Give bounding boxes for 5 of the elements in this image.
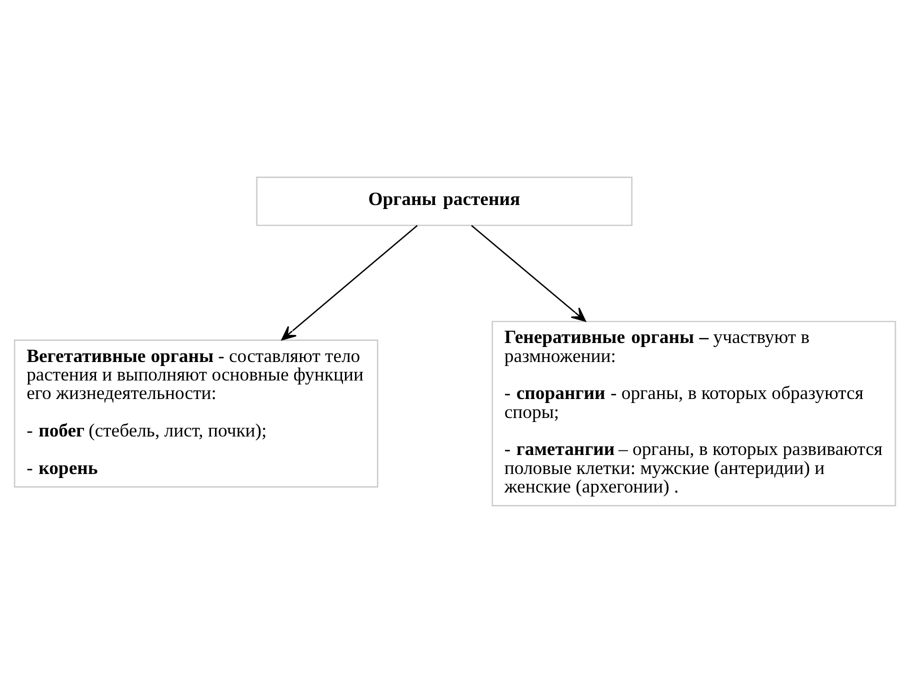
arrow	[471, 225, 586, 322]
node-box: Вегетативные органы - составляют тело растения и выполняют основные функции его жизнедеятельности: - побег (стебель, лист, почки); - корень	[14, 340, 378, 488]
node-box: Органы растения	[256, 176, 632, 226]
arrow	[281, 225, 418, 340]
node-box: Генеративные органы – участвуют в размножении: - спорангии - органы, в которых образуются споры; - гаметангии – органы, в которых развиваются половые клетки: мужские (антеридии) и женские (архегонии) .	[492, 320, 896, 506]
